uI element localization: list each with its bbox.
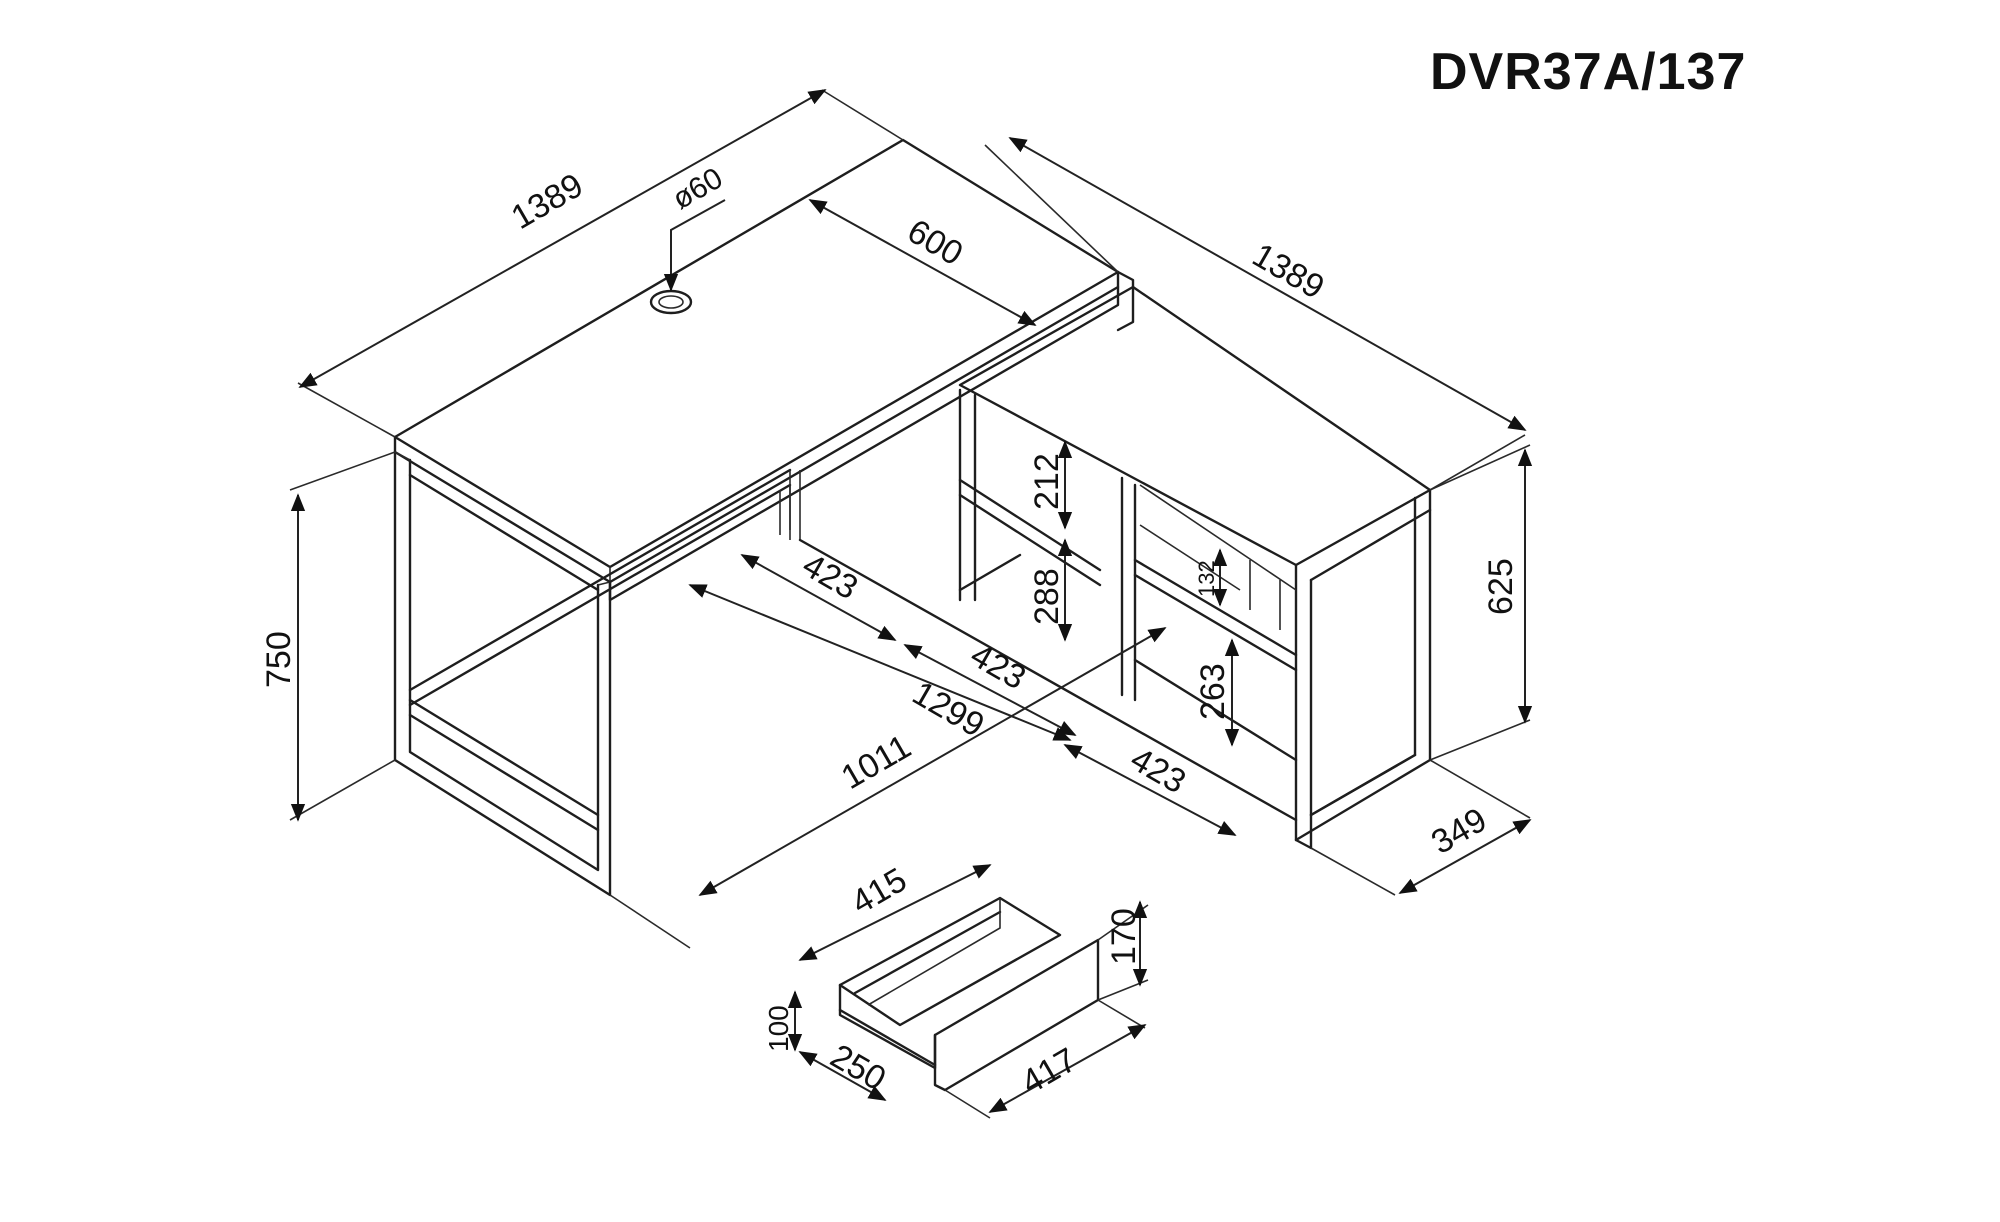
dim-compartment-a: 423 [796,546,864,607]
dim-desk-depth: 600 [901,212,969,273]
desk-left-leg-inner [408,458,600,872]
desk-left-leg-front [393,450,612,897]
dim-drawer-415: 415 [845,861,913,922]
dim-drawer-170: 170 [1105,908,1143,965]
dim-return-depth: 349 [1425,801,1493,862]
grommet-hole [649,289,693,315]
dim-shelf-288: 288 [1028,568,1066,625]
desk-drawing [393,138,1135,897]
drawer-body [838,896,1062,1027]
dim-compartment-c: 423 [1124,740,1192,801]
model-code: DVR37A/137 [1430,43,1747,101]
dim-return-height: 625 [1482,558,1520,615]
dim-shelf-263: 263 [1194,663,1232,720]
desk-top-outline [393,138,1120,569]
dim-drawer-100: 100 [763,1005,794,1052]
return-top-outline [958,285,1432,567]
dim-drawer-250: 250 [824,1037,892,1098]
dim-desk-length: 1389 [505,166,590,237]
dim-compartment-b: 423 [964,636,1032,697]
desk-top-edge [393,270,1120,584]
dim-shelf-212: 212 [1028,453,1066,510]
dim-grommet: ø60 [667,162,728,216]
dim-desk-height: 750 [260,631,298,688]
dim-drawer-opening: 132 [1194,560,1219,597]
dim-inner-1011: 1011 [835,727,917,796]
